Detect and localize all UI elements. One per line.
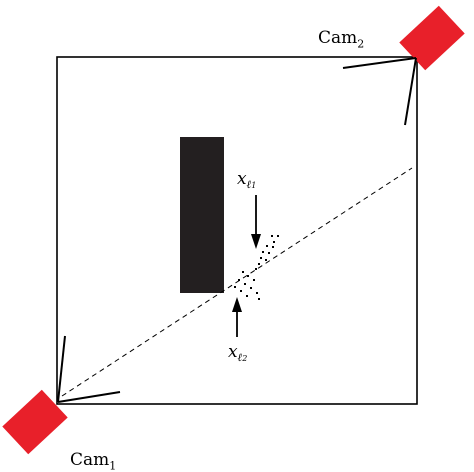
camera-2-label: Cam2 <box>318 28 365 51</box>
arrow-x-l1 <box>251 195 261 249</box>
arrow-x-l2 <box>232 297 242 337</box>
camera-2-label-index: 2 <box>357 37 365 51</box>
camera-2-body <box>399 5 465 71</box>
occluding-obstacle <box>180 137 224 293</box>
camera-1-label: Cam1 <box>70 450 117 472</box>
x-l2-subscript: ℓ <box>237 351 243 365</box>
camera-2-fov-left <box>342 57 417 69</box>
x-l2-symbol: x <box>228 342 238 362</box>
x-l1-index: 1 <box>251 181 257 191</box>
camera-1-body <box>2 389 68 455</box>
projection-points-lower <box>234 271 260 300</box>
camera-1-label-name: Cam <box>70 450 110 470</box>
x-l1-symbol: x <box>237 169 247 189</box>
camera-2-label-name: Cam <box>318 28 358 48</box>
x-l2-index: 2 <box>242 354 248 364</box>
camera-2-fov-right <box>404 57 417 126</box>
camera-baseline-ray <box>61 167 413 397</box>
camera-1-fov-left <box>57 335 66 403</box>
camera-2 <box>342 5 465 126</box>
x-l1-subscript: ℓ <box>246 178 252 192</box>
camera-1 <box>2 335 121 455</box>
camera-1-label-index: 1 <box>109 459 117 472</box>
projection-points-upper <box>255 235 279 270</box>
camera-1-fov-right <box>57 391 121 403</box>
room-boundary <box>56 56 418 405</box>
projection-x-l2-label: xℓ2 <box>228 342 248 365</box>
projection-x-l1-label: xℓ1 <box>237 169 257 192</box>
